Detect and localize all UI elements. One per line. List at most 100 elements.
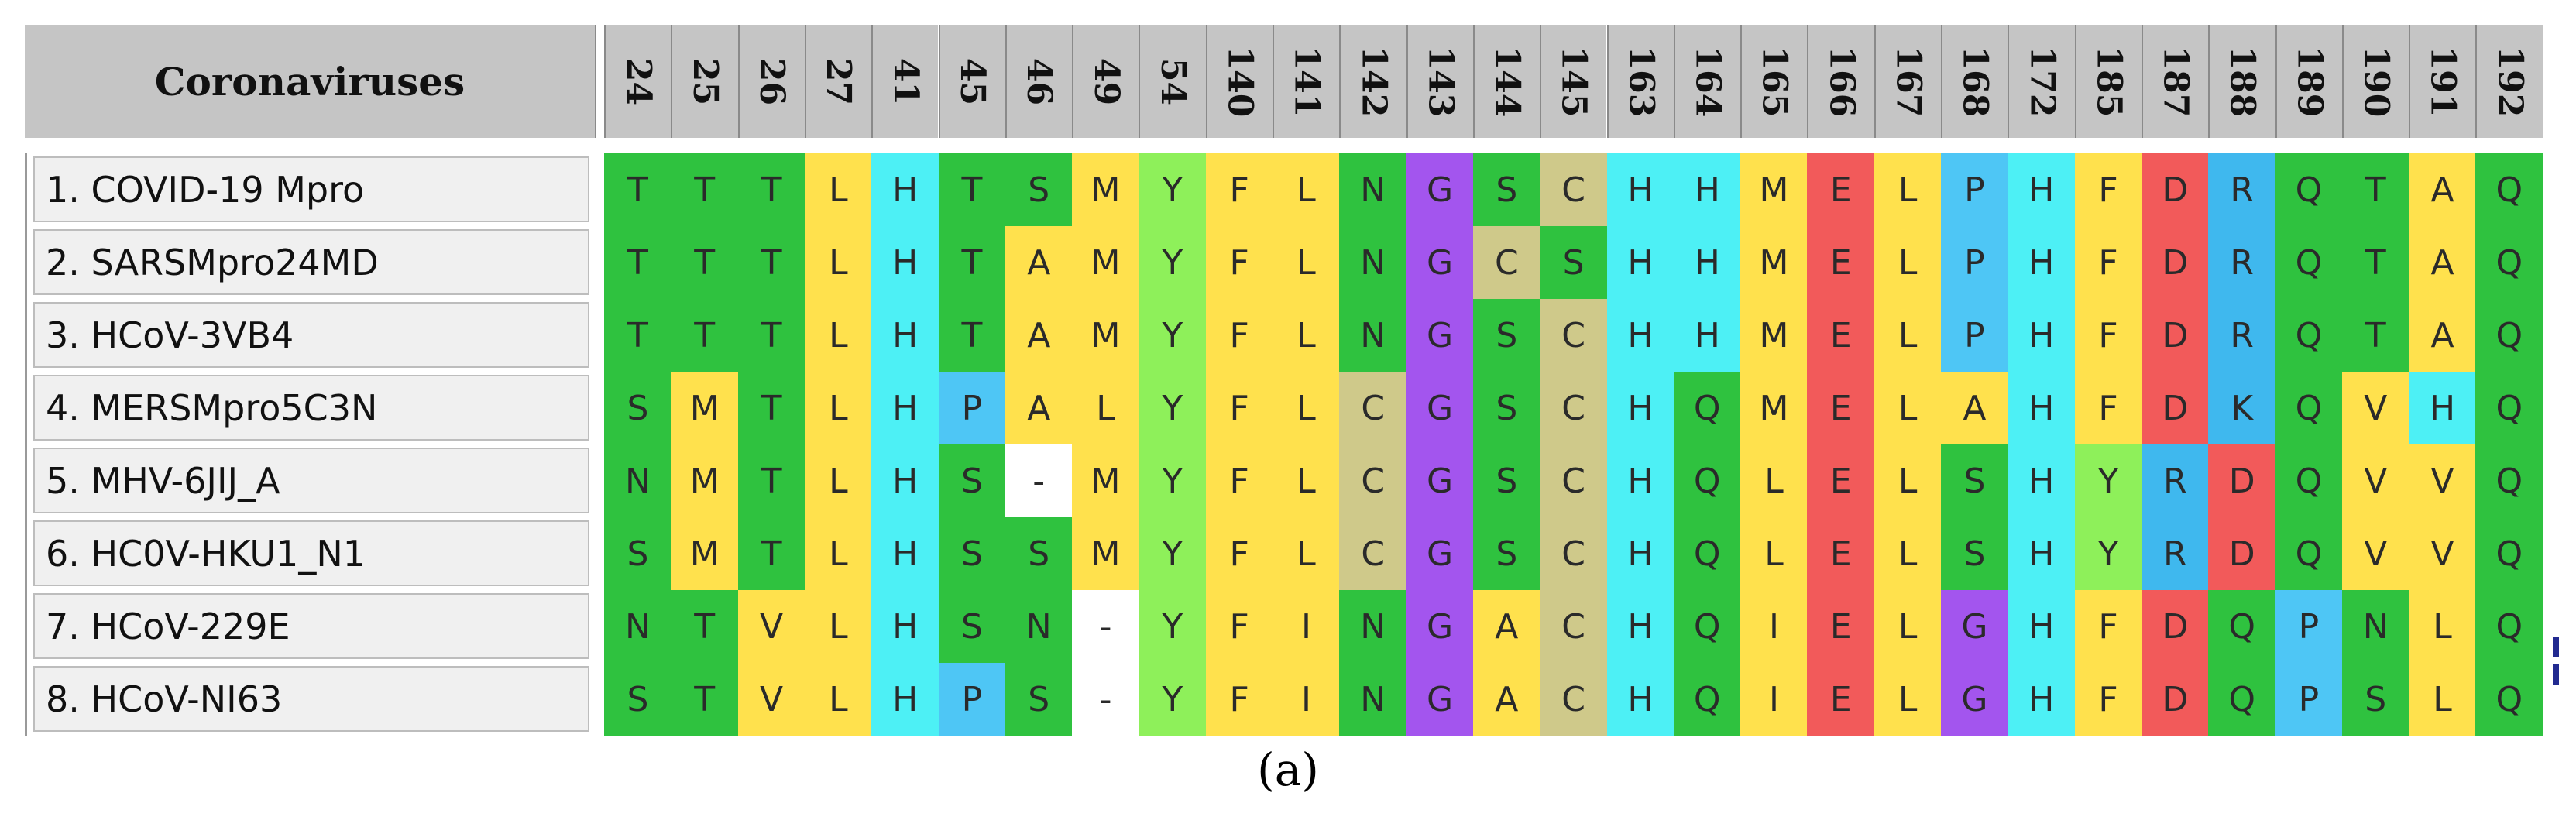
- residue-cell: S: [1540, 226, 1608, 299]
- position-header: 185: [2074, 25, 2142, 138]
- residue-cell: E: [1807, 590, 1875, 663]
- residue-cell: S: [938, 444, 1006, 517]
- residue-cell: S: [1472, 444, 1540, 517]
- residue-cell: F: [2074, 153, 2142, 226]
- residue-cell: C: [1540, 444, 1608, 517]
- residue-cell: C: [1540, 299, 1608, 372]
- residue-cell: C: [1540, 372, 1608, 444]
- residue-cell: A: [2409, 226, 2476, 299]
- residue-cell: V: [2409, 444, 2476, 517]
- residue-cell: T: [737, 299, 805, 372]
- residue-cell: Q: [2475, 153, 2543, 226]
- residue-cell: Y: [1139, 663, 1207, 736]
- residue-cell: T: [604, 226, 671, 299]
- position-header: 49: [1072, 25, 1139, 138]
- residue-cell: R: [2208, 153, 2276, 226]
- position-label: 167: [1888, 46, 1929, 117]
- residue-cell: S: [2341, 663, 2409, 736]
- residue-cell: D: [2141, 153, 2209, 226]
- residue-cell: Y: [1139, 299, 1207, 372]
- residue-cell: E: [1807, 517, 1875, 590]
- residue-cell: D: [2208, 517, 2276, 590]
- sequence-name: 6. HC0V-HKU1_N1: [33, 520, 589, 586]
- position-label: 164: [1688, 46, 1728, 117]
- residue-cell: L: [804, 299, 872, 372]
- residue-cell: H: [2008, 372, 2076, 444]
- residue-cell: M: [1072, 517, 1139, 590]
- residue-cell: A: [1941, 372, 2008, 444]
- residue-cell: C: [1540, 153, 1608, 226]
- residue-cell: L: [2409, 663, 2476, 736]
- residue-cell: H: [2008, 590, 2076, 663]
- residue-cell: H: [2008, 444, 2076, 517]
- residue-cell: G: [1941, 663, 2008, 736]
- residue-cell: P: [2275, 590, 2343, 663]
- residue-cell: H: [1606, 663, 1674, 736]
- sequence-name: 8. HCoV-NI63: [33, 666, 589, 732]
- residue-cell: T: [2341, 226, 2409, 299]
- residue-cell: M: [1072, 226, 1139, 299]
- edge-mark: [2553, 664, 2559, 685]
- sequence-name: 1. COVID-19 Mpro: [33, 156, 589, 222]
- residue-cell: F: [1205, 663, 1273, 736]
- residue-cell: H: [2008, 517, 2076, 590]
- residue-cell: Q: [2208, 590, 2276, 663]
- residue-cell: M: [1740, 299, 1808, 372]
- residue-cell: N: [1339, 299, 1407, 372]
- residue-cell: D: [2141, 299, 2209, 372]
- residue-cell: T: [938, 153, 1006, 226]
- position-header: 143: [1406, 25, 1473, 138]
- residue-cell: H: [1606, 153, 1674, 226]
- position-label: 41: [885, 57, 926, 105]
- residue-cell: L: [804, 153, 872, 226]
- residue-cell: L: [804, 444, 872, 517]
- residue-cell: F: [2074, 663, 2142, 736]
- residue-cell: Q: [2208, 663, 2276, 736]
- residue-cell: E: [1807, 153, 1875, 226]
- residue-cell: K: [2208, 372, 2276, 444]
- residue-cell: N: [1339, 590, 1407, 663]
- residue-cell: V: [2341, 372, 2409, 444]
- residue-cell: S: [1472, 299, 1540, 372]
- residue-cell: M: [1072, 444, 1139, 517]
- residue-cell: E: [1807, 299, 1875, 372]
- position-header: 191: [2409, 25, 2476, 138]
- residue-cell: Q: [2475, 517, 2543, 590]
- residue-cell: D: [2141, 372, 2209, 444]
- residue-cell: C: [1339, 372, 1407, 444]
- position-label: 24: [618, 57, 658, 105]
- residue-cell: T: [671, 299, 739, 372]
- residue-cell: V: [2341, 444, 2409, 517]
- residue-cell: Y: [2074, 517, 2142, 590]
- position-header: 163: [1606, 25, 1674, 138]
- residue-cell: F: [1205, 590, 1273, 663]
- residue-cell: H: [1606, 517, 1674, 590]
- header-title: Coronaviruses: [25, 25, 596, 138]
- residue-cell: Q: [2475, 299, 2543, 372]
- position-header: 25: [671, 25, 738, 138]
- residue-cell: G: [1406, 153, 1474, 226]
- residue-cell: T: [2341, 299, 2409, 372]
- sequence-name: 4. MERSMpro5C3N: [33, 375, 589, 441]
- residue-cell: V: [737, 663, 805, 736]
- residue-cell: A: [1005, 299, 1073, 372]
- residue-cell: A: [1005, 372, 1073, 444]
- residue-cell: F: [1205, 153, 1273, 226]
- residue-cell: T: [604, 299, 671, 372]
- residue-cell: L: [804, 372, 872, 444]
- residue-cell: H: [871, 226, 939, 299]
- residue-cell: N: [1339, 226, 1407, 299]
- residue-cell: F: [2074, 226, 2142, 299]
- residue-cell: L: [1874, 299, 1942, 372]
- residue-cell: L: [1273, 153, 1340, 226]
- residue-cell: S: [1005, 517, 1073, 590]
- residue-cell: V: [2341, 517, 2409, 590]
- residue-cell: N: [604, 590, 671, 663]
- residue-cell: Q: [2475, 372, 2543, 444]
- residue-cell: C: [1339, 444, 1407, 517]
- residue-cell: G: [1406, 517, 1474, 590]
- residue-cell: M: [1740, 372, 1808, 444]
